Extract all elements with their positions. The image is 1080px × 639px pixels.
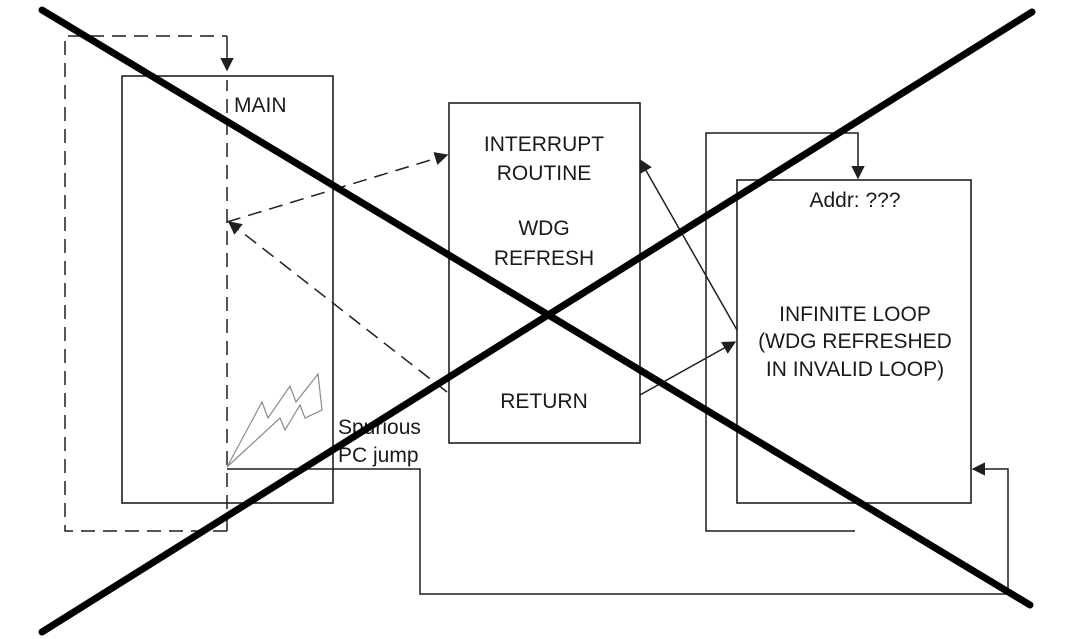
return-to-loop-arrow bbox=[639, 341, 737, 396]
refresh-label: REFRESH bbox=[494, 247, 594, 270]
main-label: MAIN bbox=[234, 94, 287, 117]
wdg-label: WDG bbox=[518, 217, 569, 240]
cross-out-line-1 bbox=[38, 6, 1034, 609]
interrupt-routine-box bbox=[448, 102, 641, 444]
interrupt-label-line2: ROUTINE bbox=[497, 162, 592, 185]
main-loop-dashed bbox=[64, 35, 227, 532]
cross-out-line-2 bbox=[38, 8, 1036, 636]
infinite-loop-line1: INFINITE LOOP bbox=[779, 303, 931, 326]
loop-outer-frame bbox=[705, 132, 865, 532]
return-label: RETURN bbox=[500, 390, 588, 413]
interrupt-label-line1: INTERRUPT bbox=[484, 133, 604, 156]
loop-to-interrupt-arrow bbox=[639, 158, 738, 331]
spurious-jump-path bbox=[227, 462, 1009, 595]
addr-label: Addr: ??? bbox=[809, 189, 900, 212]
infinite-loop-line3: IN INVALID LOOP) bbox=[766, 358, 944, 381]
spurious-label-line2: PC jump bbox=[338, 444, 419, 467]
infinite-loop-line2: (WDG REFRESHED bbox=[758, 330, 952, 353]
lightning-bolt-icon bbox=[226, 372, 323, 468]
return-to-main-arrow bbox=[227, 221, 448, 393]
